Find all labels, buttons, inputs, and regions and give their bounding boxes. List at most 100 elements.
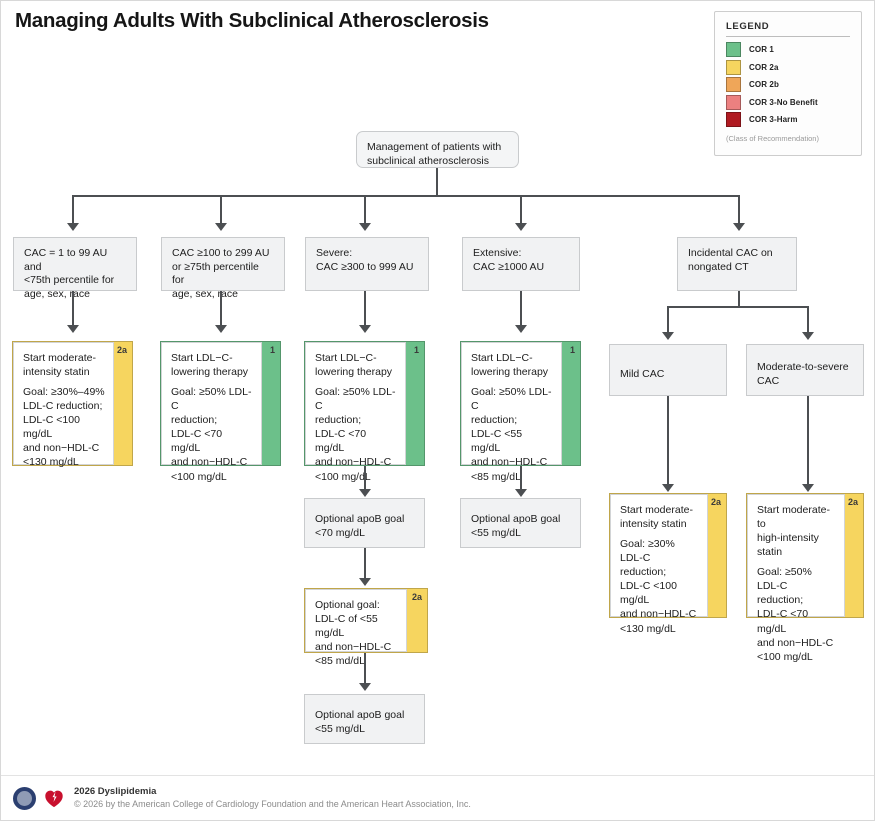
arrowhead-icon <box>359 683 371 691</box>
connector-optional-to-apob2 <box>364 653 366 685</box>
recommendation-card: Start LDL−C- lowering therapy Goal: ≥50%… <box>305 342 406 483</box>
optional-goal-box: Optional goal: LDL-C of <55 mg/dL and no… <box>304 588 428 667</box>
arrowhead-icon <box>733 223 745 231</box>
connector-crit2-rec2 <box>220 291 222 327</box>
arrowhead-icon <box>215 325 227 333</box>
arrowhead-icon <box>359 489 371 497</box>
connector-incidental-right <box>807 306 809 334</box>
criteria-box-2: CAC ≥100 to 299 AU or ≥75th percentile f… <box>161 237 285 300</box>
connector-crit4-rec4 <box>520 291 522 327</box>
arrowhead-icon <box>359 223 371 231</box>
recommendation-heading: Start LDL−C- lowering therapy <box>171 352 249 379</box>
cor-badge: 1 <box>413 345 419 355</box>
connector-incidental-bus <box>667 306 809 308</box>
criteria-box-3: Severe: CAC ≥300 to 999 AU <box>305 237 429 291</box>
criteria-box-4: Extensive: CAC ≥1000 AU <box>462 237 580 291</box>
footer-copyright: © 2026 by the American College of Cardio… <box>74 799 471 810</box>
branch-line1: Moderate-to-severe <box>757 361 849 373</box>
criteria-line1: Incidental CAC on <box>688 247 773 259</box>
recommendation-body: Goal: ≥50% LDL-C reduction; LDL-C <70 mg… <box>315 386 396 483</box>
cor-badge: 2a <box>411 592 422 602</box>
apob-goal-extensive: Optional apoB goal <55 mg/dL <box>460 498 581 548</box>
apob-goal-severe-2: Optional apoB goal <55 mg/dL <box>304 694 425 744</box>
recommendation-card: Start moderate- intensity statin Goal: ≥… <box>13 342 114 468</box>
criteria-line1: CAC = 1 to 99 AU and <box>24 247 108 273</box>
page-title: Managing Adults With Subclinical Atheros… <box>15 9 489 32</box>
criteria-line2: nongated CT <box>688 260 749 273</box>
legend-swatch-icon <box>726 112 741 127</box>
recommendation-body: Goal: ≥30% LDL-C reduction; LDL-C <100 m… <box>620 538 697 635</box>
arrowhead-icon <box>515 325 527 333</box>
arrowhead-icon <box>802 484 814 492</box>
connector-mild-to-rec <box>667 396 669 486</box>
legend-item-label: COR 2a <box>749 62 779 72</box>
root-node-line1: Management of patients with <box>367 141 502 153</box>
arrowhead-icon <box>359 578 371 586</box>
cor-badge: 2a <box>116 345 127 355</box>
recommendation-heading: Start moderate- intensity statin <box>23 352 96 379</box>
legend-swatch-icon <box>726 94 741 110</box>
connector-drop-3 <box>364 195 366 225</box>
recommendation-heading: Start LDL−C- lowering therapy <box>315 352 393 379</box>
arrowhead-icon <box>662 332 674 340</box>
incidental-recommendation-mild: Start moderate- intensity statin Goal: ≥… <box>609 493 727 635</box>
connector-rec3-to-apob <box>364 466 366 491</box>
arrowhead-icon <box>515 223 527 231</box>
connector-bus <box>72 195 739 197</box>
recommendation-box-1: Start moderate- intensity statin Goal: ≥… <box>12 341 133 468</box>
criteria-line2: <75th percentile for <box>24 274 115 287</box>
criteria-line1: Severe: <box>316 247 353 259</box>
root-node: Management of patients with subclinical … <box>356 131 519 168</box>
apob-line2: <70 mg/dL <box>315 526 365 539</box>
legend-item-cor3-no-benefit: COR 3-No Benefit <box>726 94 850 110</box>
recommendation-heading: Start moderate- to high-intensity statin <box>757 504 830 559</box>
legend-note: (Class of Recommendation) <box>726 134 819 143</box>
acc-logo-icon <box>13 786 36 810</box>
branch-line2: CAC <box>757 374 780 387</box>
footer-title: 2026 Dyslipidemia <box>74 785 157 797</box>
footer: 2026 Dyslipidemia © 2026 by the American… <box>1 775 874 820</box>
cor-badge: 2a <box>847 497 858 507</box>
legend-panel: LEGEND COR 1 COR 2a COR 2b COR 3-No Bene… <box>714 11 862 156</box>
criteria-line3: age, sex, race <box>24 287 90 300</box>
apob-line1: Optional apoB goal <box>315 513 405 525</box>
recommendation-body: Goal: ≥50% LDL-C reduction; LDL-C <70 mg… <box>171 386 252 483</box>
legend-heading: LEGEND <box>726 21 850 37</box>
criteria-box-5: Incidental CAC on nongated CT <box>677 237 797 291</box>
connector-crit5-stem <box>738 291 740 307</box>
legend-swatch-icon <box>726 42 741 57</box>
incidental-branch-moderate-severe: Moderate-to-severe CAC <box>746 344 864 396</box>
recommendation-body: Goal: ≥30%–49% LDL-C reduction; LDL-C <1… <box>23 386 105 469</box>
connector-modsev-to-rec <box>807 396 809 486</box>
recommendation-card: Start moderate- to high-intensity statin… <box>747 494 845 663</box>
legend-item-cor2b: COR 2b <box>726 77 850 92</box>
legend-item-cor2a: COR 2a <box>726 59 850 75</box>
connector-crit3-rec3 <box>364 291 366 327</box>
recommendation-heading: Start moderate- intensity statin <box>620 504 693 531</box>
legend-item-label: COR 2b <box>749 80 779 89</box>
cor-badge: 1 <box>569 345 575 355</box>
criteria-line3: age, sex, race <box>172 287 238 300</box>
connector-drop-1 <box>72 195 74 225</box>
cor-badge: 1 <box>269 345 275 355</box>
arrowhead-icon <box>67 325 79 333</box>
criteria-line1: Extensive: <box>473 247 522 259</box>
optional-goal-body: Optional goal: LDL-C of <55 mg/dL and no… <box>315 599 392 668</box>
recommendation-card: Start LDL−C- lowering therapy Goal: ≥50%… <box>161 342 262 483</box>
recommendation-body: Goal: ≥50% LDL-C reduction; LDL-C <70 mg… <box>757 566 834 663</box>
arrowhead-icon <box>802 332 814 340</box>
legend-swatch-icon <box>726 77 741 92</box>
legend-item-label: COR 3-Harm <box>749 115 798 124</box>
root-node-line2: subclinical atherosclerosis <box>367 154 489 167</box>
recommendation-box-3: Start LDL−C- lowering therapy Goal: ≥50%… <box>304 341 425 483</box>
connector-incidental-left <box>667 306 669 334</box>
connector-apob-to-optional <box>364 548 366 580</box>
connector-rec4-to-apob <box>520 466 522 491</box>
recommendation-heading: Start LDL−C- lowering therapy <box>471 352 549 379</box>
apob-line2: <55 mg/dL <box>471 526 521 539</box>
recommendation-card: Start LDL−C- lowering therapy Goal: ≥50%… <box>461 342 562 483</box>
apob-line2: <55 mg/dL <box>315 722 365 735</box>
aha-heart-torch-logo-icon <box>45 790 63 808</box>
legend-swatch-icon <box>726 59 741 75</box>
